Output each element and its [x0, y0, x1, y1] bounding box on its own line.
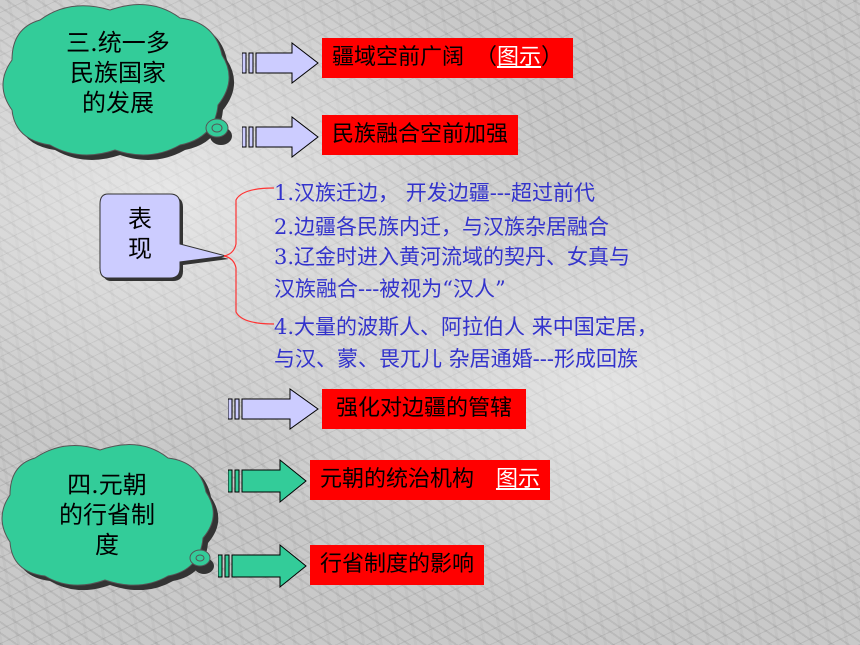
point-line: 3.辽金时进入黄河流域的契丹、女真与 — [274, 245, 631, 269]
callout-shape — [99, 193, 229, 281]
item-frontier-control: 强化对边疆的管辖 — [322, 389, 527, 429]
cloud-line: 民族国家 — [70, 59, 166, 87]
point-line: 4.大量的波斯人、阿拉伯人 来中国定居， — [274, 315, 658, 339]
diagram-link[interactable]: 图示 — [497, 45, 542, 70]
item-territory: 疆域空前广阔 （图示） — [322, 38, 574, 78]
item-yuan-institutions: 元朝的统治机构 图示 — [310, 460, 551, 500]
cloud-line: 的行省制 — [59, 501, 155, 529]
item-province-impact: 行省制度的影响 — [310, 545, 485, 585]
point-line: 与汉、蒙、畏兀儿 杂居通婚---形成回族 — [274, 347, 638, 371]
arrow-right-icon — [242, 42, 319, 84]
item-yuan-institutions-label: 元朝的统治机构 — [320, 467, 497, 492]
cloud-line: 的发展 — [82, 89, 154, 117]
cloud-line: 三.统一多 — [66, 29, 170, 57]
cloud-shape — [2, 4, 235, 160]
item-ethnic-fusion: 民族融合空前加强 — [322, 115, 519, 155]
arrow-right-icon — [228, 388, 319, 430]
arrow-right-icon — [228, 458, 307, 504]
point-line: 汉族融合---被视为“汉人” — [274, 277, 506, 301]
cloud-shape — [1, 444, 219, 590]
item-territory-end: ） — [541, 45, 564, 70]
item-territory-label: 疆域空前广阔 （ — [332, 45, 498, 70]
callout-manifestation: 表 现 — [98, 192, 229, 282]
callout-line: 现 — [128, 235, 152, 263]
cloud-line: 度 — [95, 531, 119, 559]
point-line: 2.边疆各民族内迁，与汉族杂居融合 — [274, 215, 610, 239]
cloud-line: 四.元朝 — [67, 471, 147, 499]
cloud-section4: 四.元朝 的行省制 度 — [0, 440, 225, 590]
arrow-right-icon — [218, 543, 307, 589]
cloud-section3: 三.统一多 民族国家 的发展 — [0, 0, 240, 160]
callout-line: 表 — [128, 205, 152, 233]
brace-icon — [223, 187, 275, 325]
diagram-link[interactable]: 图示 — [496, 467, 541, 492]
arrow-right-icon — [242, 116, 319, 158]
point-line: 1.汉族迁边， 开发边疆---超过前代 — [274, 181, 595, 205]
